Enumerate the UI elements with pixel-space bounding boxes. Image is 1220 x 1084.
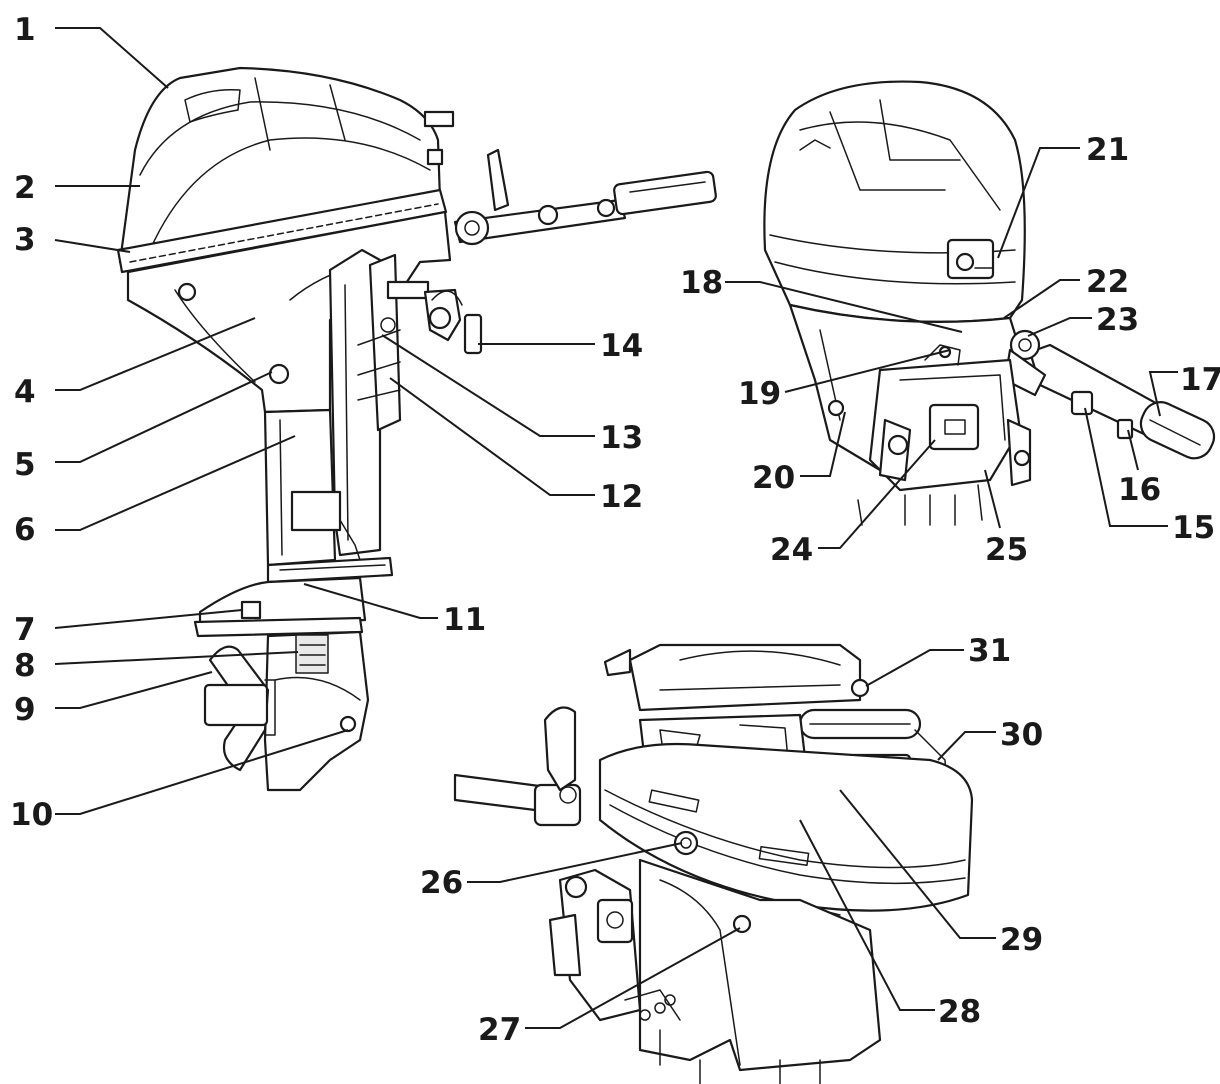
- callout-29: 29: [1000, 922, 1043, 958]
- leader-line-27: [525, 927, 741, 1029]
- leader-line-23: [1027, 317, 1092, 337]
- leader-line-8: [54, 651, 299, 665]
- leader-line-1: [55, 27, 169, 89]
- callout-2: 2: [14, 170, 36, 206]
- callout-26: 26: [420, 865, 463, 901]
- callout-1: 1: [14, 12, 36, 48]
- leader-line-21: [997, 147, 1080, 259]
- callout-22: 22: [1086, 264, 1129, 300]
- leader-line-10: [55, 729, 349, 815]
- callout-5: 5: [14, 447, 36, 483]
- callout-8: 8: [14, 648, 36, 684]
- leader-line-25: [984, 469, 1001, 529]
- callout-25: 25: [985, 532, 1028, 568]
- tiller-handle-engine: [453, 706, 582, 827]
- callout-14: 14: [600, 328, 643, 364]
- callout-28: 28: [938, 994, 981, 1030]
- callout-21: 21: [1086, 132, 1129, 168]
- clamp-bracket-side: [328, 248, 483, 557]
- rear-view: [763, 80, 1216, 526]
- leader-line-24: [818, 439, 936, 549]
- leader-line-22: [1003, 279, 1080, 319]
- callout-24: 24: [770, 532, 813, 568]
- shaft-housing: [263, 408, 394, 584]
- callout-13: 13: [600, 420, 643, 456]
- leader-line-4: [55, 317, 256, 391]
- callout-27: 27: [478, 1012, 521, 1048]
- leader-line-16: [1127, 429, 1139, 471]
- gearcase-side: [193, 576, 370, 792]
- callout-23: 23: [1096, 302, 1139, 338]
- tiller-handle-rear: [1003, 329, 1216, 460]
- leader-line-26: [467, 842, 683, 883]
- leader-line-30: [937, 731, 996, 761]
- callout-17: 17: [1180, 362, 1220, 398]
- top-cowling-rear: [763, 80, 1026, 323]
- engine-view: [453, 643, 974, 1084]
- callout-4: 4: [14, 374, 36, 410]
- clamp-bracket-rear: [857, 344, 1032, 526]
- callout-20: 20: [752, 460, 795, 496]
- leader-line-11: [303, 583, 438, 619]
- callout-30: 30: [1000, 717, 1043, 753]
- leader-line-15: [1084, 407, 1168, 527]
- callout-10: 10: [10, 797, 53, 833]
- leader-line-17: [1148, 371, 1178, 417]
- callout-7: 7: [14, 612, 36, 648]
- leader-line-5: [55, 371, 273, 463]
- leader-line-12: [389, 377, 595, 496]
- leader-line-18: [725, 281, 963, 333]
- callout-16: 16: [1118, 472, 1161, 508]
- leader-line-3: [54, 239, 131, 253]
- leader-line-28: [799, 819, 935, 1011]
- callout-31: 31: [968, 633, 1011, 669]
- callout-11: 11: [443, 602, 486, 638]
- callout-6: 6: [14, 512, 36, 548]
- callout-18: 18: [680, 265, 723, 301]
- callout-9: 9: [14, 692, 36, 728]
- leader-line-19: [784, 349, 951, 393]
- leader-line-7: [54, 609, 243, 629]
- leader-line-9: [55, 671, 213, 709]
- tiller-handle-side: [453, 148, 717, 246]
- callout-15: 15: [1172, 510, 1215, 546]
- leader-line-20: [800, 411, 846, 477]
- leader-line-31: [865, 649, 964, 687]
- main-side-view: [116, 66, 717, 792]
- leader-line-6: [55, 435, 296, 531]
- mid-section-engine: [548, 858, 882, 1084]
- callout-12: 12: [600, 479, 643, 515]
- callout-19: 19: [738, 376, 781, 412]
- callout-3: 3: [14, 222, 36, 258]
- leader-line-13: [381, 334, 595, 437]
- leader-line-29: [839, 789, 996, 939]
